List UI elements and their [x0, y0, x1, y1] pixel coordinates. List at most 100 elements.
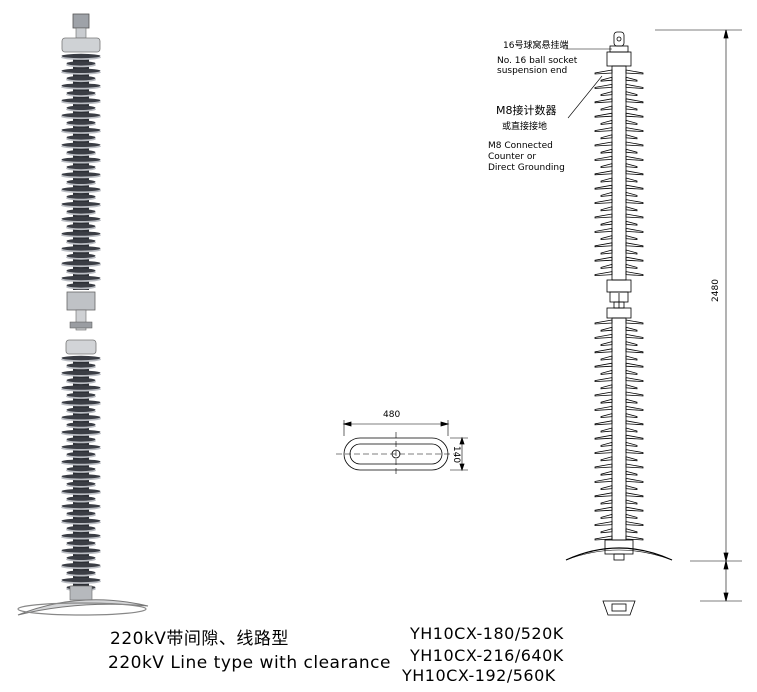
shed-outline: [600, 369, 613, 375]
shed: [61, 385, 101, 390]
shed: [66, 452, 96, 457]
depth-dimension: 140: [451, 445, 462, 464]
m8-label-en-2: Counter or: [488, 152, 537, 162]
shed: [66, 238, 96, 244]
shed-outline: [625, 206, 638, 212]
shed-outline: [600, 528, 613, 534]
shed: [66, 481, 96, 486]
shed-outline: [625, 105, 638, 111]
shed: [66, 378, 96, 383]
caption-chinese: 220kV带间隙、线路型: [110, 629, 289, 649]
shed-outline: [600, 105, 613, 111]
shed: [66, 570, 96, 575]
shed-outline: [625, 535, 644, 541]
shed-outline: [625, 348, 644, 354]
shed-outline: [625, 499, 638, 505]
shed-outline: [625, 199, 644, 205]
shed: [61, 563, 101, 568]
shed-outline: [600, 456, 613, 462]
shed-outline: [625, 256, 644, 262]
shed: [61, 275, 101, 281]
shed-outline: [594, 83, 613, 89]
shed: [61, 68, 101, 74]
shed-outline: [625, 177, 638, 183]
shed-outline: [600, 384, 613, 390]
shed-outline: [594, 535, 613, 541]
shed-outline: [625, 155, 644, 161]
shed-outline: [600, 191, 613, 197]
shed: [61, 113, 101, 118]
shed-outline: [625, 398, 638, 404]
shed: [61, 172, 101, 177]
shed: [66, 363, 96, 368]
shed: [61, 187, 101, 192]
shed: [61, 400, 101, 405]
shed-outline: [594, 420, 613, 426]
shed-outline: [594, 405, 613, 411]
height-dimension: 2480: [710, 279, 721, 302]
shed-outline: [594, 434, 613, 440]
shed: [66, 61, 96, 66]
shed-outline: [600, 91, 613, 97]
shed-outline: [625, 163, 638, 169]
shed-outline: [625, 249, 638, 255]
shed-outline: [625, 441, 638, 447]
shed: [61, 216, 101, 221]
shed: [66, 224, 96, 229]
shed-outline: [625, 112, 644, 118]
shed-outline: [625, 170, 644, 176]
shed-outline: [600, 76, 613, 82]
shed-outline: [594, 333, 613, 339]
shed: [66, 135, 96, 140]
shed-outline: [594, 69, 613, 75]
shed-outline: [594, 170, 613, 176]
shed: [66, 555, 96, 560]
shed: [66, 422, 96, 427]
shed: [66, 437, 96, 442]
shed-outline: [594, 227, 613, 233]
ball-socket-label-en-2: suspension end: [497, 66, 568, 76]
shed: [66, 268, 96, 273]
shed-outline: [625, 98, 644, 104]
shed-outline: [600, 148, 613, 154]
shed-outline: [594, 141, 613, 147]
shed: [66, 283, 96, 288]
ball-socket-label-en-1: No. 16 ball socket: [497, 56, 578, 66]
shed-outline: [594, 184, 613, 190]
shed: [66, 150, 96, 155]
shed-outline: [625, 184, 644, 190]
shed-outline: [600, 263, 613, 269]
shed-outline: [625, 513, 638, 519]
shed-outline: [625, 492, 644, 498]
shed: [61, 503, 101, 509]
shed-outline: [600, 427, 613, 433]
shed-outline: [625, 191, 638, 197]
shed-outline: [625, 434, 644, 440]
shed-outline: [625, 341, 638, 347]
shed-outline: [600, 119, 613, 125]
shed-outline: [625, 263, 638, 269]
shed: [66, 179, 96, 184]
shed-outline: [625, 420, 644, 426]
shed: [61, 370, 101, 375]
shed-outline: [625, 91, 638, 97]
shed-outline: [625, 235, 638, 241]
shed: [66, 90, 96, 96]
m8-label-en-3: Direct Grounding: [488, 163, 565, 173]
shed: [66, 164, 96, 170]
shed-outline: [594, 477, 613, 483]
shed: [66, 526, 96, 531]
top-fitting: [61, 13, 101, 53]
shed-outline: [625, 405, 644, 411]
shed-outline: [625, 413, 638, 419]
shed: [61, 157, 101, 162]
shed-outline: [594, 98, 613, 104]
middle-fitting: [65, 291, 97, 355]
shed-outline: [625, 69, 644, 75]
shed-outline: [625, 369, 638, 375]
shed-outline: [625, 456, 638, 462]
shed: [66, 105, 96, 111]
shed-outline: [594, 449, 613, 455]
shed: [61, 246, 101, 251]
shed-outline: [600, 134, 613, 140]
